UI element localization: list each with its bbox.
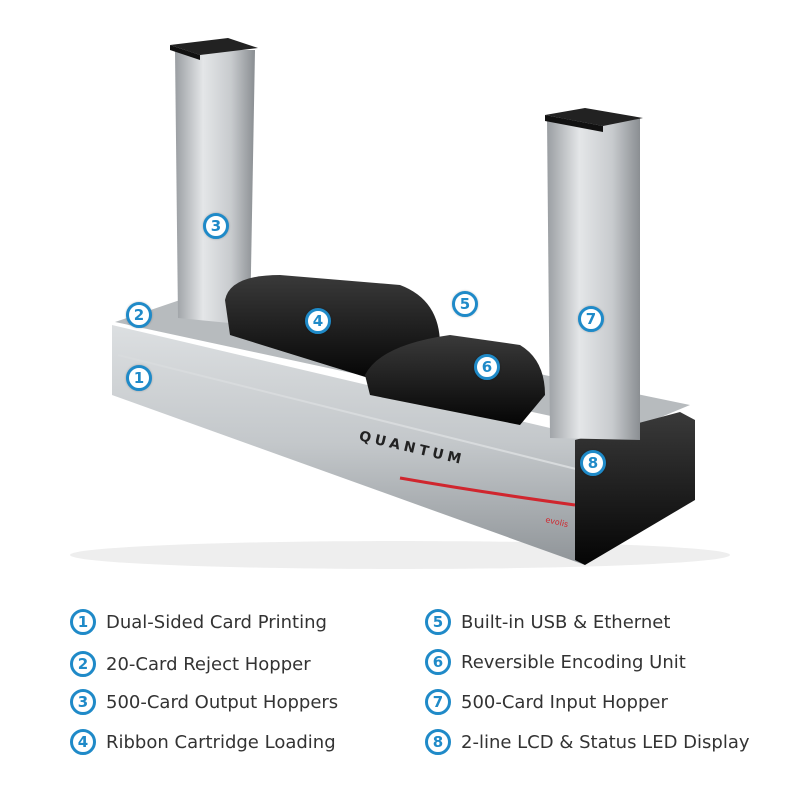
callout-2: 2 (126, 302, 152, 328)
encoding-unit (365, 335, 545, 425)
legend-item: 3 500-Card Output Hoppers (70, 687, 338, 717)
legend-label: Built-in USB & Ethernet (461, 611, 671, 633)
callout-6: 6 (474, 354, 500, 380)
floor-shadow (70, 541, 730, 569)
callout-3: 3 (203, 213, 229, 239)
legend-item: 1 Dual-Sided Card Printing (70, 607, 327, 637)
left-hopper-pillar (175, 50, 255, 325)
legend-label: 500-Card Output Hoppers (106, 691, 339, 713)
legend-item: 8 2-line LCD & Status LED Display (425, 727, 750, 757)
legend-label: 20-Card Reject Hopper (106, 653, 311, 675)
legend-number: 4 (70, 729, 96, 755)
legend-number: 2 (70, 651, 96, 677)
legend-item: 4 Ribbon Cartridge Loading (70, 727, 336, 757)
legend-item: 7 500-Card Input Hopper (425, 687, 668, 717)
legend-number: 1 (70, 609, 96, 635)
end-cap (575, 412, 695, 565)
callout-1: 1 (126, 365, 152, 391)
legend-label: Reversible Encoding Unit (461, 651, 686, 673)
ribbon-cover (225, 275, 440, 380)
legend-label: Ribbon Cartridge Loading (106, 731, 336, 753)
callout-5: 5 (452, 291, 478, 317)
legend-label: 2-line LCD & Status LED Display (461, 731, 750, 753)
legend-number: 6 (425, 649, 451, 675)
callout-7: 7 (578, 306, 604, 332)
legend-item: 2 20-Card Reject Hopper (70, 649, 311, 679)
right-hopper-pillar (547, 118, 640, 440)
left-hopper-cap (170, 38, 258, 55)
legend-item: 6 Reversible Encoding Unit (425, 647, 686, 677)
legend-number: 7 (425, 689, 451, 715)
feature-legend: 1 Dual-Sided Card Printing 2 20-Card Rej… (0, 600, 800, 800)
base-front (112, 325, 585, 565)
legend-number: 8 (425, 729, 451, 755)
legend-label: Dual-Sided Card Printing (106, 611, 327, 633)
legend-number: 3 (70, 689, 96, 715)
legend-number: 5 (425, 609, 451, 635)
legend-item: 5 Built-in USB & Ethernet (425, 607, 670, 637)
accent-swoosh (399, 476, 576, 507)
legend-label: 500-Card Input Hopper (461, 691, 668, 713)
printer-figure: QUANTUM evolis 1 2 3 4 5 6 7 8 (70, 38, 730, 569)
callout-8: 8 (580, 450, 606, 476)
callout-4: 4 (305, 308, 331, 334)
printer-illustration: QUANTUM evolis (70, 38, 730, 569)
right-hopper-cap (545, 108, 643, 126)
